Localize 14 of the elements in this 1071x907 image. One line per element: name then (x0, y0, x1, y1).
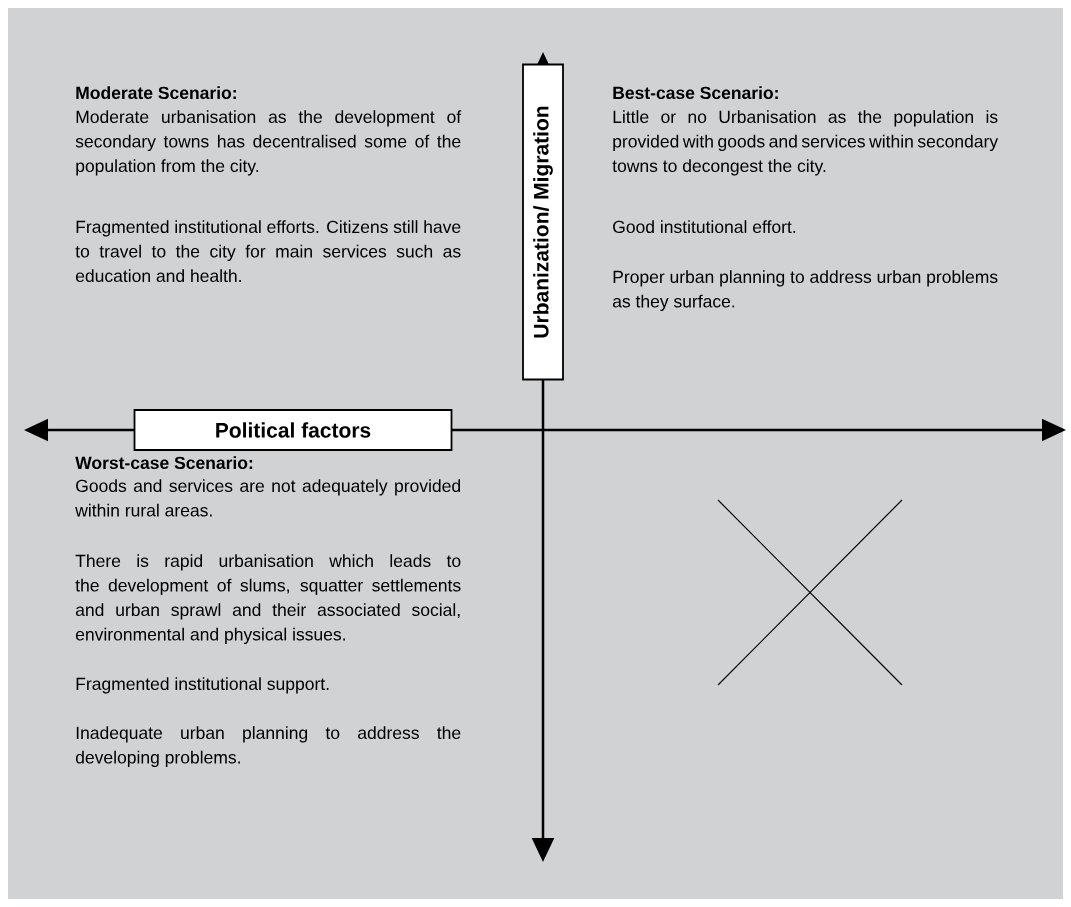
scenario-text: Fragmented institutional support. (76, 677, 329, 694)
scenario-text: There is rapid urbanisation which leads to the development of slums, squatter settlements and urban sprawl and their associated social, environmental and physical issues. (75, 554, 461, 644)
scenario-heading: Worst-case Scenario: (75, 456, 253, 470)
scenario-text: Fragmented institutional efforts. Citizens still have to travel to the city for main services such as education and health. (75, 220, 461, 283)
scenario-text: Goods and services are not adequately provided within rural areas. (75, 479, 460, 517)
axis-label-box: Urbanization/ Migration (522, 63, 564, 381)
axis-label-box: Political factors (133, 409, 453, 451)
scenario-heading: Best-case Scenario: (613, 86, 778, 100)
scenario-heading: Moderate Scenario: (76, 86, 236, 100)
scenario-text: Moderate urbanisation as the development of secondary towns has decentralised some of the population from the city. (75, 110, 462, 176)
scenario-text: Little or no Urbanisation as the population is provided with goods and services within secondary towns to decongest the city. (612, 110, 999, 176)
scenario-text: Proper urban planning to address urban problems as they surface. (612, 270, 998, 311)
scenario-text: Inadequate urban planning to address the developing problems. (75, 726, 461, 767)
scenario-text: Good institutional effort. (613, 220, 796, 234)
